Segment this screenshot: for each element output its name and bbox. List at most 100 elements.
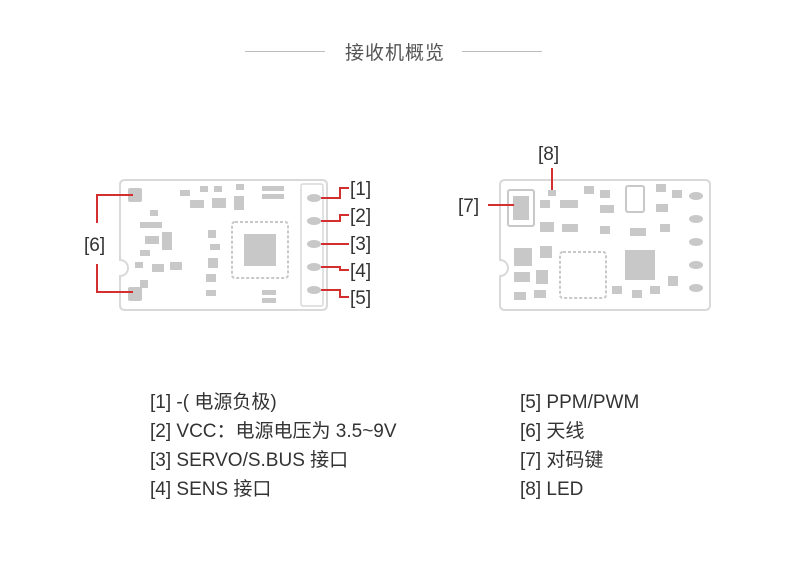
title-line-left (245, 51, 325, 52)
legend-item-1: [1] -( 电源负极) (150, 392, 277, 413)
smd-part (214, 186, 222, 192)
antenna-pad-bottom (128, 287, 142, 301)
legend-right: [5] PPM/PWM [6] 天线 [7] 对码键 [8] LED (520, 388, 639, 504)
leader-2 (321, 214, 349, 222)
smd-part (170, 262, 182, 270)
antenna-pad-top (128, 188, 142, 202)
smd-part (262, 298, 276, 303)
bind-button (513, 196, 529, 220)
back-pad (689, 261, 703, 269)
smd-components-back (514, 184, 682, 300)
smd-part (540, 200, 550, 208)
smd-part (262, 290, 276, 295)
smd-part (600, 190, 610, 198)
pin-pad-2 (307, 217, 321, 225)
back-pad (689, 238, 703, 246)
smd-part (150, 210, 158, 216)
legend-item-3: [3] SERVO/S.BUS 接口 (150, 450, 349, 471)
receiver-board-back: [7] [8] (458, 144, 711, 311)
back-pad (689, 284, 703, 292)
smd-part (206, 274, 216, 282)
smd-part (145, 236, 159, 244)
smd-part (208, 230, 216, 238)
smd-part (190, 200, 204, 208)
legend-item-5: [5] PPM/PWM (520, 392, 640, 413)
legend-item-2: [2] VCC：电源电压为 3.5~9V (150, 421, 397, 442)
pin-pad-5 (307, 286, 321, 294)
smd-part (584, 186, 594, 194)
smd-components-front (135, 184, 284, 303)
smd-part (660, 224, 670, 232)
smd-part (140, 222, 162, 228)
smd-part (650, 286, 660, 294)
back-ic-outline (559, 251, 607, 299)
title-line-right (462, 51, 542, 52)
crystal (625, 185, 645, 213)
smd-part (672, 190, 682, 198)
smd-part (180, 190, 190, 196)
page-title: 接收机概览 (344, 42, 445, 64)
smd-part (212, 198, 226, 208)
receiver-board-front: [1] [2] [3] [4] [5] [6] (84, 179, 371, 311)
back-pad (689, 215, 703, 223)
smd-part (656, 204, 668, 212)
smd-part (514, 272, 530, 282)
smd-part (206, 290, 216, 296)
back-pads (689, 192, 703, 292)
smd-part (562, 224, 578, 232)
smd-part (668, 276, 678, 286)
legend-item-4: [4] SENS 接口 (150, 479, 272, 500)
smd-part (140, 250, 150, 256)
callout-1: [1] (350, 179, 371, 200)
board-front-outline (119, 179, 328, 311)
smd-part (534, 290, 546, 298)
smd-part (600, 205, 614, 213)
smd-part (600, 226, 610, 234)
smd-part (540, 246, 552, 258)
smd-part (236, 184, 244, 190)
leader-1 (321, 187, 349, 199)
smd-part (135, 262, 143, 268)
smd-part (208, 258, 218, 268)
smd-part (152, 264, 164, 272)
smd-part (630, 228, 646, 236)
legend-item-6: [6] 天线 (520, 421, 585, 442)
smd-part (540, 222, 554, 232)
callout-2: [2] (350, 206, 371, 227)
leader-6 (96, 194, 133, 223)
callout-7: [7] (458, 196, 479, 217)
legend-left: [1] -( 电源负极) [2] VCC：电源电压为 3.5~9V [3] SE… (150, 388, 397, 504)
smd-part (514, 292, 526, 300)
leader-4 (321, 266, 349, 271)
legend-item-8: [8] LED (520, 479, 584, 500)
smd-part (656, 184, 666, 192)
leader-6b (96, 264, 133, 293)
smd-part (234, 196, 244, 210)
callout-6: [6] (84, 235, 105, 256)
antenna-pads (128, 188, 142, 301)
smd-part (612, 286, 622, 294)
smd-part (536, 270, 548, 284)
main-ic (244, 234, 276, 266)
smd-part (560, 200, 578, 208)
callout-8: [8] (538, 144, 559, 165)
led (548, 190, 556, 196)
smd-part (140, 280, 148, 288)
back-pad (689, 192, 703, 200)
smd-part (200, 186, 208, 192)
callout-5: [5] (350, 288, 371, 309)
smd-part (632, 290, 642, 298)
callout-leaders-front (96, 187, 349, 298)
smd-part (262, 186, 284, 191)
smd-part (514, 248, 532, 266)
pin-pad-4 (307, 263, 321, 271)
legend-item-7: [7] 对码键 (520, 450, 604, 471)
callout-leaders-back (488, 168, 553, 206)
back-ic (625, 250, 655, 280)
pin-pads (307, 194, 321, 294)
pin-pad-3 (307, 240, 321, 248)
smd-part (162, 232, 172, 250)
smd-part (262, 194, 284, 199)
leader-5 (321, 289, 349, 298)
